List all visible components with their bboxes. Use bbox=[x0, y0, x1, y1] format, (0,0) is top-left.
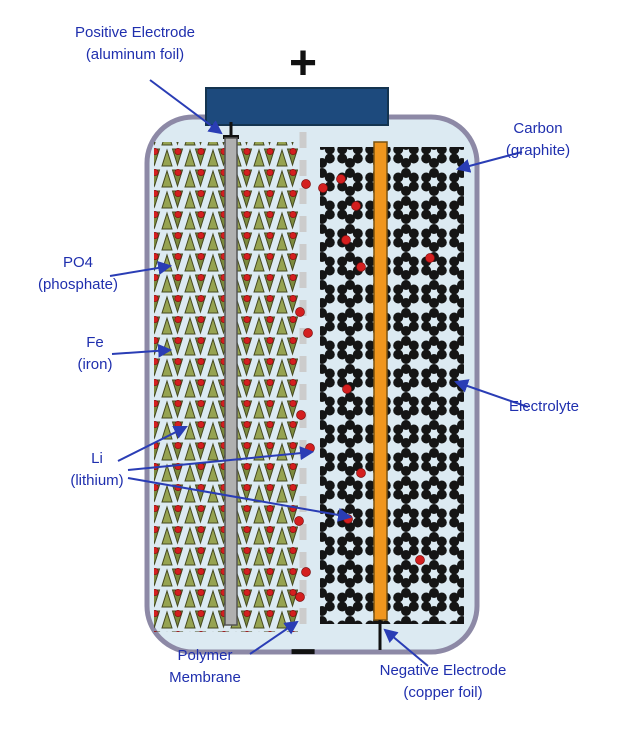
fe-label: Fe (iron) bbox=[50, 332, 140, 376]
li-line2: (lithium) bbox=[70, 472, 124, 489]
arrow-negative-electrode bbox=[383, 628, 429, 667]
fe-line1: Fe bbox=[86, 334, 104, 351]
electrolyte-line1: Electrolyte bbox=[508, 398, 580, 415]
copper-foil-bar bbox=[373, 141, 388, 650]
po4-line2: (phosphate) bbox=[37, 276, 119, 293]
positive-electrode-line2: (aluminum foil) bbox=[85, 46, 185, 63]
electrolyte-label: Electrolyte bbox=[484, 396, 604, 418]
arrow-li-2 bbox=[127, 446, 315, 471]
polymer-membrane-label: Polymer Membrane bbox=[150, 645, 260, 689]
carbon-line2: (graphite) bbox=[505, 142, 571, 159]
annotation-arrows bbox=[109, 79, 529, 667]
negative-electrode-line2: (copper foil) bbox=[403, 684, 483, 701]
arrow-fe bbox=[111, 343, 173, 358]
graphite-anode-region bbox=[320, 147, 464, 624]
polymer-membrane-line2: Membrane bbox=[169, 669, 241, 686]
po4-label: PO4 (phosphate) bbox=[28, 252, 128, 296]
plus-sign: + bbox=[288, 37, 318, 90]
positive-terminal-block bbox=[205, 87, 389, 126]
arrow-carbon bbox=[455, 151, 523, 173]
aluminum-foil-bar bbox=[223, 122, 239, 626]
carbon-label: Carbon (graphite) bbox=[478, 118, 598, 162]
arrow-li-1 bbox=[117, 426, 188, 462]
polymer-membrane-line1: Polymer bbox=[177, 647, 233, 664]
positive-electrode-label: Positive Electrode (aluminum foil) bbox=[50, 22, 220, 66]
li-label: Li (lithium) bbox=[52, 448, 142, 492]
positive-electrode-line1: Positive Electrode bbox=[74, 24, 196, 41]
minus-sign: − bbox=[289, 625, 317, 677]
fe-line2: (iron) bbox=[77, 356, 113, 373]
li-line1: Li bbox=[91, 450, 103, 467]
arrow-electrolyte bbox=[454, 379, 529, 408]
arrow-positive-electrode bbox=[149, 79, 223, 135]
arrow-po4 bbox=[109, 261, 173, 277]
arrow-polymer-membrane bbox=[249, 620, 299, 655]
negative-electrode-label: Negative Electrode (copper foil) bbox=[348, 660, 538, 704]
negative-electrode-line1: Negative Electrode bbox=[379, 662, 507, 679]
po4-line1: PO4 bbox=[62, 254, 93, 271]
carbon-line1: Carbon bbox=[513, 120, 563, 137]
arrow-li-3 bbox=[127, 477, 353, 522]
lithium-in-graphite-dots bbox=[336, 174, 435, 565]
